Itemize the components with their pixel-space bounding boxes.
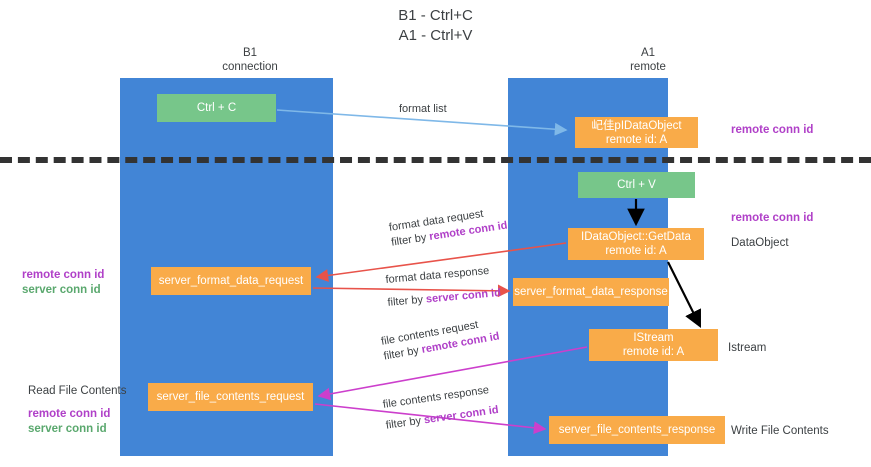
box-server-format-data-request-label: server_format_data_request <box>158 275 304 287</box>
phase-divider <box>0 157 871 163</box>
box-istream[interactable]: IStream remote id: A <box>589 329 718 361</box>
box-server-file-contents-request[interactable]: server_file_contents_request <box>148 383 313 411</box>
title-line-1: B1 - Ctrl+C <box>398 7 473 24</box>
annotation-server-conn-id-b: server conn id <box>28 423 107 435</box>
annotation-write-file-contents: Write File Contents <box>731 425 829 437</box>
column-header-b1: B1 connection <box>150 46 350 74</box>
edge-label-file-contents-response-prefix: filter by <box>385 414 425 432</box>
edge-label-format-data-response: format data response filter by server co… <box>385 263 502 311</box>
edge-label-format-data-response-highlight: server conn id <box>425 286 502 306</box>
annotation-left-read-file-contents: Read File Contents remote conn id server… <box>28 384 126 437</box>
box-server-file-contents-request-label: server_file_contents_request <box>156 391 305 403</box>
column-header-a1: A1 remote <box>548 46 748 74</box>
box-ctrl-v-label: Ctrl + V <box>617 179 656 191</box>
annotation-left-conn-ids-a: remote conn id server conn id <box>22 268 104 298</box>
annotation-read-file-contents: Read File Contents <box>28 385 127 397</box>
edge-label-file-contents-response-highlight: server conn id <box>423 403 500 427</box>
edge-label-format-data-response-prefix: filter by <box>387 293 427 309</box>
annotation-remote-conn-id-top: remote conn id <box>731 124 814 136</box>
column-header-a1-role: remote <box>630 61 666 73</box>
box-get-idataobject[interactable]: 屺佳рIDataObject remote id: A <box>575 117 698 148</box>
box-idataobject-getdata-remote-id: remote id: A <box>605 245 667 257</box>
annotation-remote-conn-id-b: remote conn id <box>28 408 111 420</box>
annotation-server-conn-id-a: server conn id <box>22 284 101 296</box>
page-title: B1 - Ctrl+C A1 - Ctrl+V <box>0 6 871 46</box>
box-get-idataobject-remote-id: remote id: A <box>605 133 668 146</box>
annotation-remote-conn-id-a: remote conn id <box>22 269 105 281</box>
edge-label-format-list: format list <box>399 103 447 115</box>
box-ctrl-v[interactable]: Ctrl + V <box>578 172 695 198</box>
column-header-a1-name: A1 <box>640 47 656 59</box>
box-idataobject-getdata-title: IDataObject::GetData <box>581 231 691 243</box>
annotation-dataobject: DataObject <box>731 237 789 249</box>
title-line-2: A1 - Ctrl+V <box>398 27 473 44</box>
annotation-remote-conn-id-mid: remote conn id <box>731 212 814 224</box>
edge-label-file-contents-request: file contents request filter by remote c… <box>380 315 501 365</box>
box-istream-title: IStream <box>633 332 674 344</box>
edge-label-file-contents-response: file contents response filter by server … <box>382 382 500 433</box>
box-ctrl-c[interactable]: Ctrl + C <box>157 94 276 122</box>
box-server-file-contents-response-label: server_file_contents_response <box>558 424 716 436</box>
column-header-b1-role: connection <box>222 61 278 73</box>
edge-label-format-data-request: format data request filter by remote con… <box>388 204 509 251</box>
box-server-file-contents-response[interactable]: server_file_contents_response <box>549 416 725 444</box>
box-get-idataobject-title: 屺佳рIDataObject <box>591 119 682 132</box>
box-ctrl-c-label: Ctrl + C <box>196 102 237 114</box>
column-header-b1-name: B1 <box>242 47 258 59</box>
box-server-format-data-response-label: server_format_data_response <box>514 286 668 298</box>
box-istream-remote-id: remote id: A <box>622 346 685 358</box>
edge-label-format-data-response-line1: format data response <box>385 264 490 286</box>
box-idataobject-getdata[interactable]: IDataObject::GetData remote id: A <box>568 228 704 260</box>
box-server-format-data-request[interactable]: server_format_data_request <box>151 267 311 295</box>
box-server-format-data-response[interactable]: server_format_data_response <box>513 278 669 306</box>
annotation-istream: Istream <box>728 342 767 354</box>
